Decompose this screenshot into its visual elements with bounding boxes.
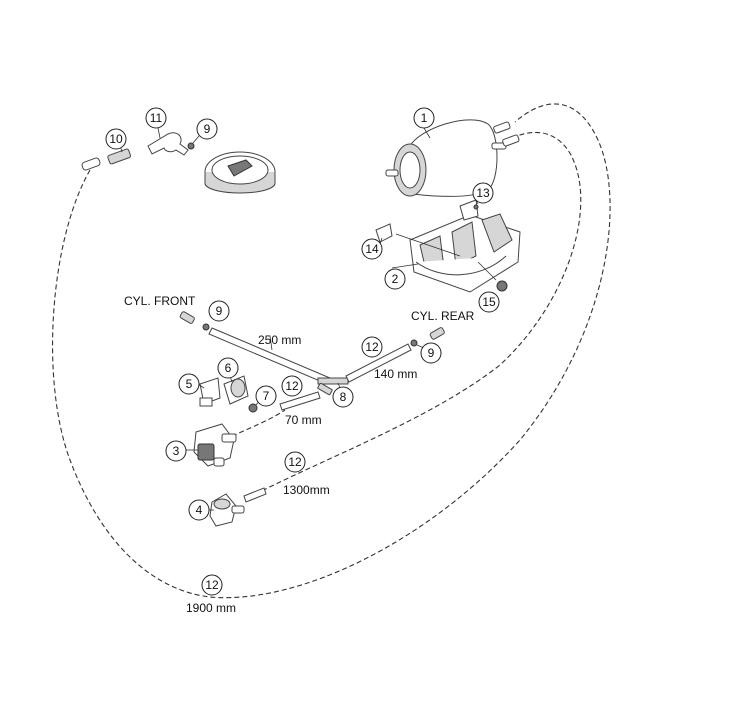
callout-4: 4 [188, 499, 210, 521]
callout-7-label: 7 [263, 389, 270, 403]
hose-140mm [345, 343, 412, 383]
callout-1: 1 [413, 107, 435, 129]
valve-part-4 [208, 493, 245, 527]
callout-13: 13 [472, 182, 494, 204]
damper-part-6 [223, 375, 249, 405]
label-length-70mm: 70 mm [285, 413, 322, 427]
callout-8: 8 [332, 386, 354, 408]
callout-9-front-label: 9 [216, 304, 223, 318]
label-cyl-rear: CYL. REAR [411, 309, 475, 323]
label-length-140mm: 140 mm [374, 367, 417, 381]
callout-14-label: 14 [365, 242, 379, 256]
callout-1-label: 1 [421, 111, 428, 125]
callout-12-1300mm-label: 12 [288, 455, 302, 469]
callout-9-front: 9 [208, 300, 230, 322]
callout-12-140mm-label: 12 [365, 340, 379, 354]
label-cyl-front: CYL. FRONT [124, 294, 196, 308]
clip-part-14 [375, 223, 393, 245]
callout-12-1900mm-label: 12 [205, 578, 219, 592]
label-length-1900mm: 1900 mm [186, 601, 236, 615]
callout-8-label: 8 [340, 390, 347, 404]
hose-1300mm-end [243, 487, 267, 503]
callout-2-label: 2 [392, 272, 399, 286]
elbow-hose-part-11 [147, 127, 189, 156]
callout-3: 3 [165, 440, 187, 462]
callout-9-rear: 9 [420, 342, 442, 364]
tank-cap [204, 151, 276, 194]
callout-5-label: 5 [186, 377, 193, 391]
callout-11-label: 11 [150, 111, 163, 125]
callout-13-label: 13 [476, 186, 490, 200]
hose-front-link-dashed [231, 409, 286, 437]
callout-9-top-label: 9 [204, 122, 211, 136]
hose-1300mm-dashed [247, 131, 582, 499]
callout-4-label: 4 [196, 503, 203, 517]
callout-12-70mm: 12 [281, 375, 303, 397]
label-length-250mm: 250 mm [258, 333, 301, 347]
callout-6: 6 [217, 357, 239, 379]
callout-10-label: 10 [109, 132, 123, 146]
t-connector-part-8 [317, 377, 349, 396]
callout-10: 10 [105, 128, 127, 150]
label-length-1300mm: 1300mm [283, 483, 330, 497]
bracket-part-2 [391, 199, 521, 293]
fitting-part-9-rear [410, 327, 445, 349]
callout-15-label: 15 [482, 295, 496, 309]
hose-1900mm-dashed [52, 103, 611, 599]
canister-part-1 [385, 119, 520, 197]
callout-6-label: 6 [225, 361, 232, 375]
fitting-part-10 [81, 144, 131, 171]
bracket-part-5 [197, 377, 221, 407]
callout-11: 11 [145, 107, 167, 129]
clip-part-9-top [187, 135, 200, 150]
callout-5: 5 [178, 373, 200, 395]
callout-12-1300mm: 12 [284, 451, 306, 473]
bolt-part-15 [477, 261, 508, 292]
solenoid-valve-part-3 [184, 423, 237, 467]
fitting-part-9-front [179, 311, 210, 331]
callout-7: 7 [255, 385, 277, 407]
callout-12-1900mm: 12 [201, 574, 223, 596]
callout-12-70mm-label: 12 [285, 379, 299, 393]
callout-15: 15 [478, 291, 500, 313]
callout-12-140mm: 12 [361, 336, 383, 358]
callout-3-label: 3 [173, 444, 180, 458]
callout-2: 2 [384, 268, 406, 290]
hose-70mm [279, 391, 321, 411]
callout-9-top: 9 [196, 118, 218, 140]
callout-14: 14 [361, 238, 383, 260]
callout-9-rear-label: 9 [428, 346, 435, 360]
